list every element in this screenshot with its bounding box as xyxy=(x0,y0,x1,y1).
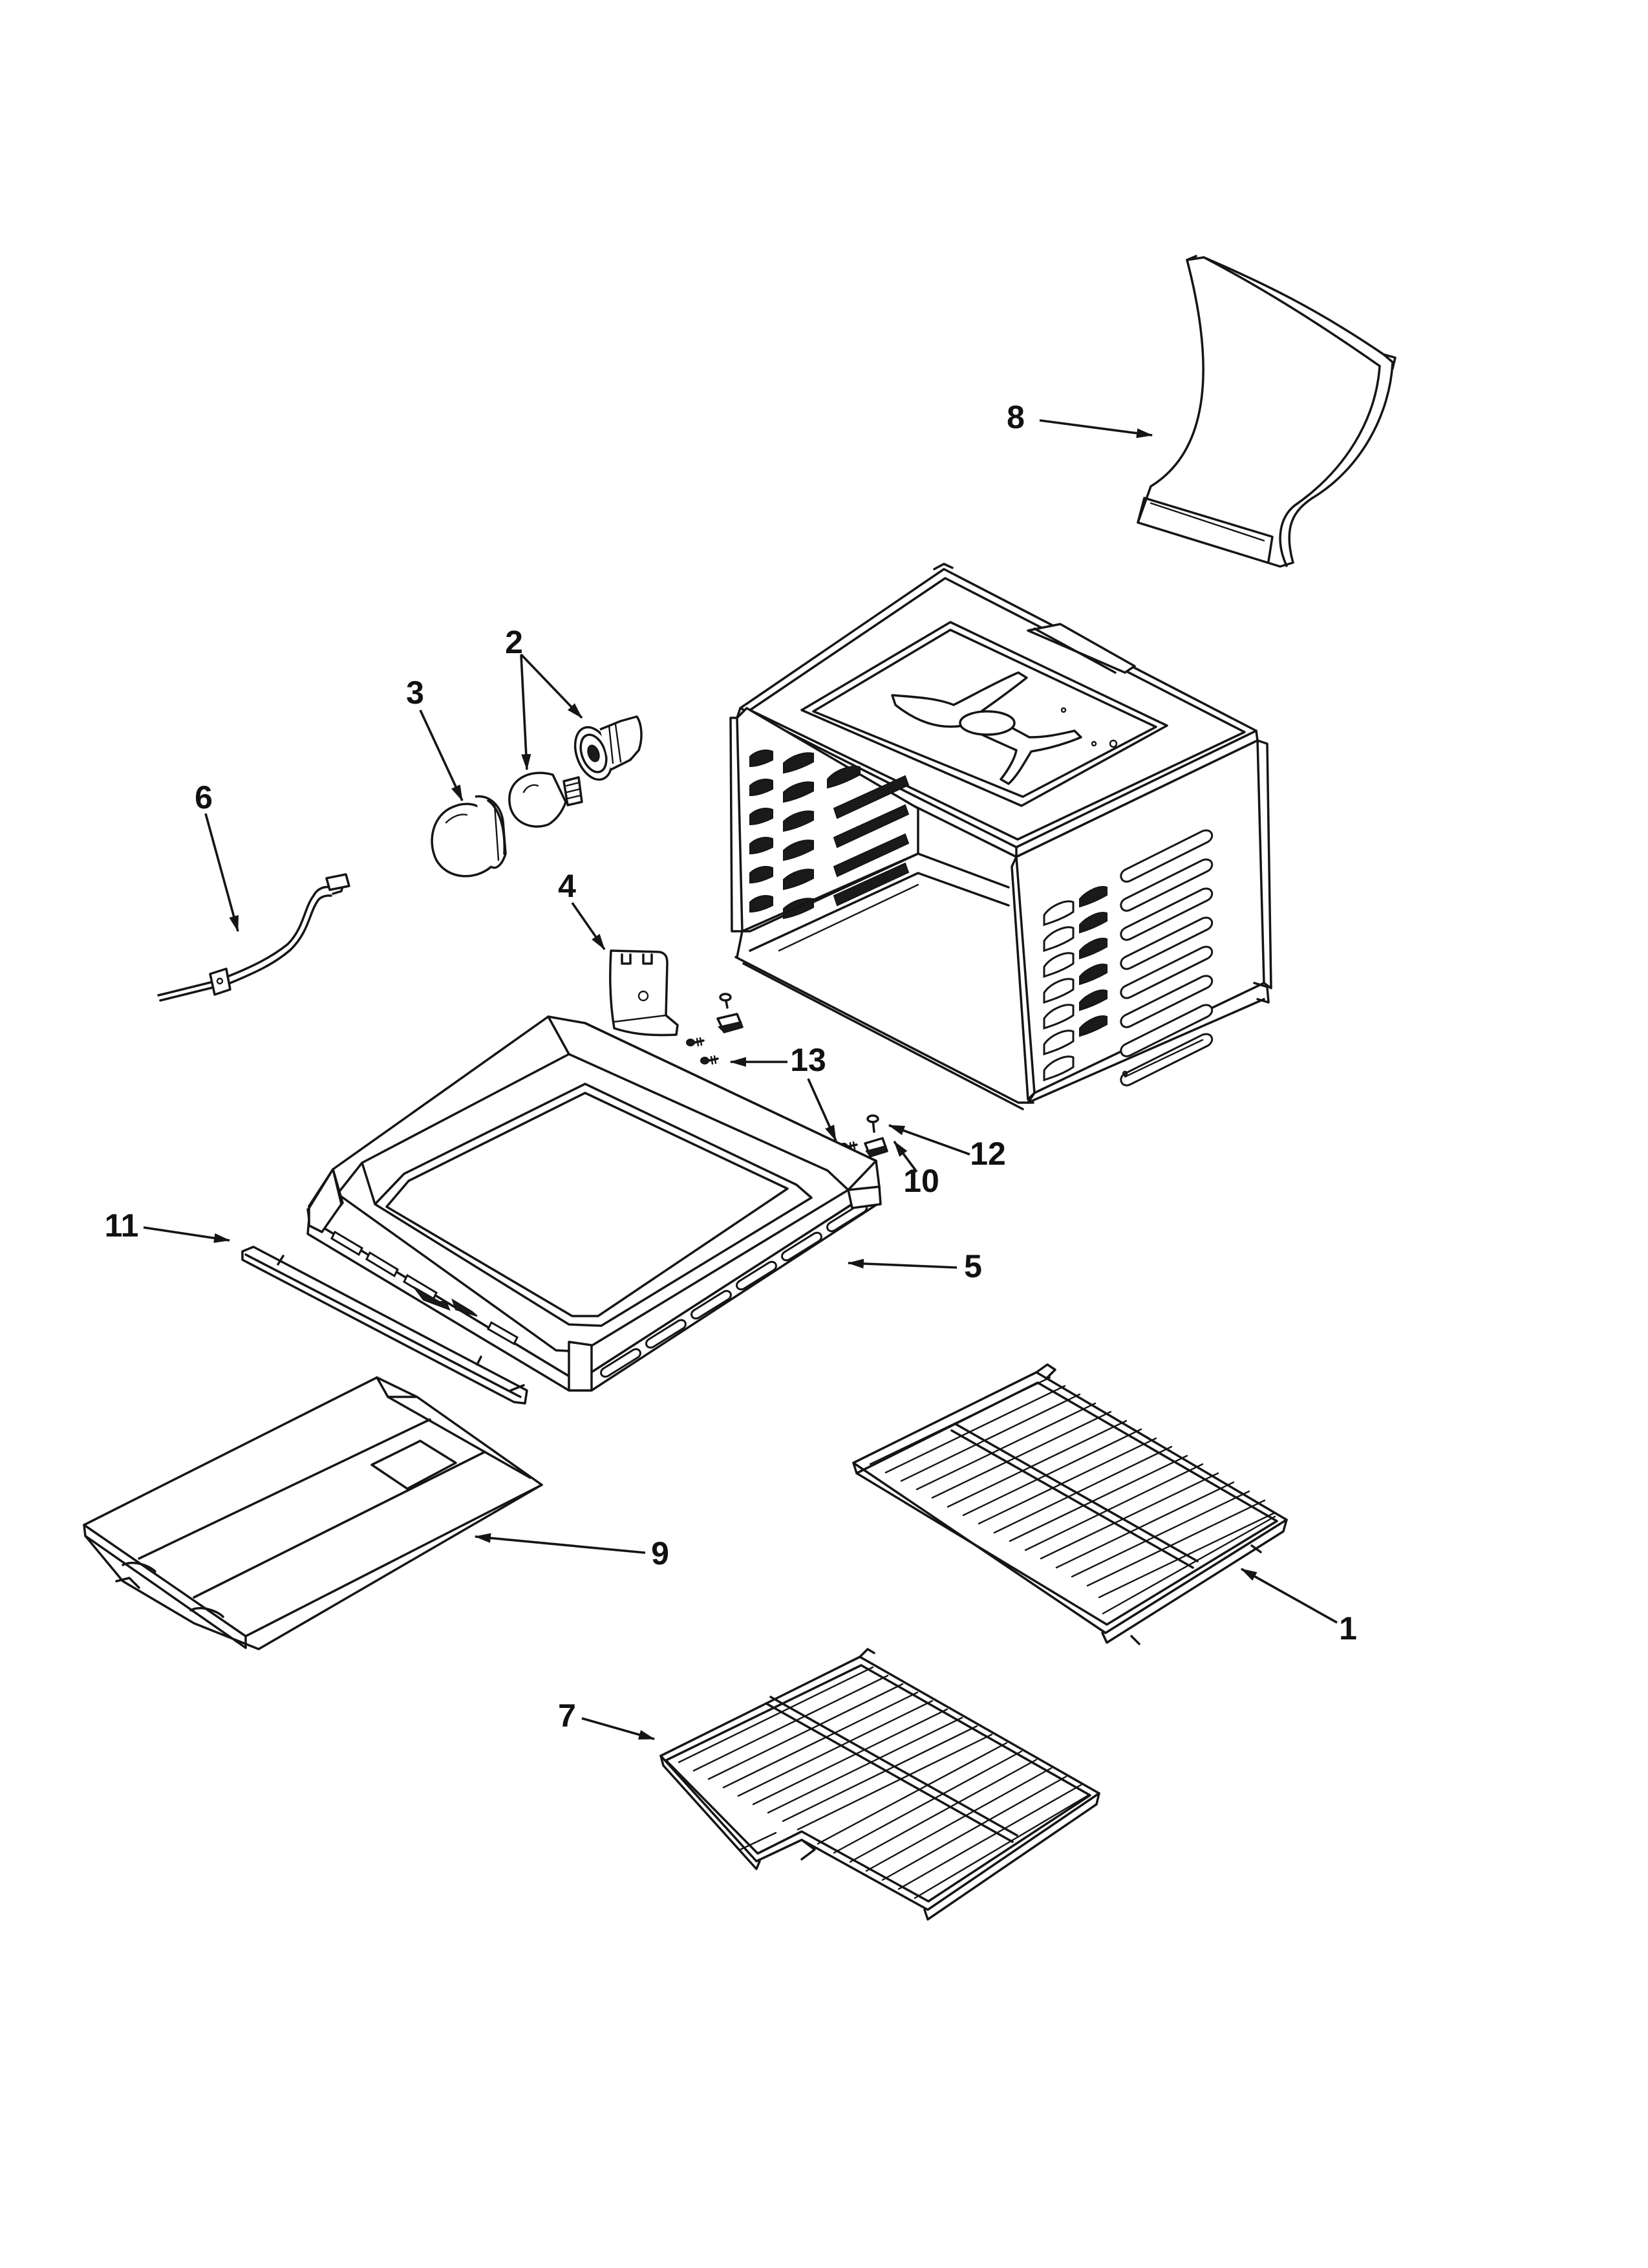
leader-4 xyxy=(571,902,606,951)
callout-12: 12 xyxy=(970,1136,1006,1172)
callout-11: 11 xyxy=(105,1207,139,1244)
part-7-split-oven-rack xyxy=(659,1648,1100,1921)
callout-7: 7 xyxy=(558,1698,576,1734)
screws-upper xyxy=(686,1037,719,1065)
callout-9: 9 xyxy=(651,1535,669,1571)
right-side-louvers xyxy=(1043,829,1214,1086)
part-4-bracket xyxy=(609,949,679,1037)
rack-1-wires xyxy=(869,1376,1276,1615)
part-5-door-liner xyxy=(306,1015,882,1392)
leader-1 xyxy=(1240,1568,1338,1624)
callout-13: 13 xyxy=(790,1042,826,1078)
leader-10 xyxy=(893,1140,918,1173)
callout-2: 2 xyxy=(505,624,523,660)
callout-8: 8 xyxy=(1007,399,1025,435)
callout-5: 5 xyxy=(964,1248,982,1284)
callout-6: 6 xyxy=(195,779,213,815)
part-2-lamp-socket-and-bulb xyxy=(508,715,643,828)
leader-7 xyxy=(581,1717,656,1740)
leader-lines xyxy=(143,419,1338,1740)
leader-2a xyxy=(520,654,531,771)
oven-cavity xyxy=(729,563,1272,1110)
callout-1: 1 xyxy=(1339,1610,1357,1647)
leader-2b xyxy=(520,653,583,719)
rack-7-wires xyxy=(678,1666,1091,1899)
part-1-oven-rack xyxy=(852,1363,1288,1645)
part-11-trim-strip xyxy=(241,1246,528,1405)
leader-9 xyxy=(474,1533,646,1554)
leader-11 xyxy=(143,1226,231,1243)
leader-8 xyxy=(1039,419,1153,438)
leader-12 xyxy=(888,1124,970,1156)
part-6-temperature-sensor xyxy=(157,873,350,1002)
leader-3 xyxy=(419,709,464,802)
leader-6 xyxy=(204,813,239,933)
callout-4: 4 xyxy=(558,868,576,904)
left-side-louvers xyxy=(749,750,910,920)
leader-13b xyxy=(807,1078,837,1142)
callout-10: 10 xyxy=(903,1163,939,1199)
part-3-lamp-lens xyxy=(431,795,507,878)
part-9-bottom-panel xyxy=(83,1376,543,1650)
callout-3: 3 xyxy=(406,675,424,711)
callout-labels: 8 2 3 6 4 13 12 10 5 11 9 1 7 xyxy=(105,399,1357,1734)
part-8-baffle xyxy=(1137,255,1397,568)
leader-5 xyxy=(847,1258,958,1269)
